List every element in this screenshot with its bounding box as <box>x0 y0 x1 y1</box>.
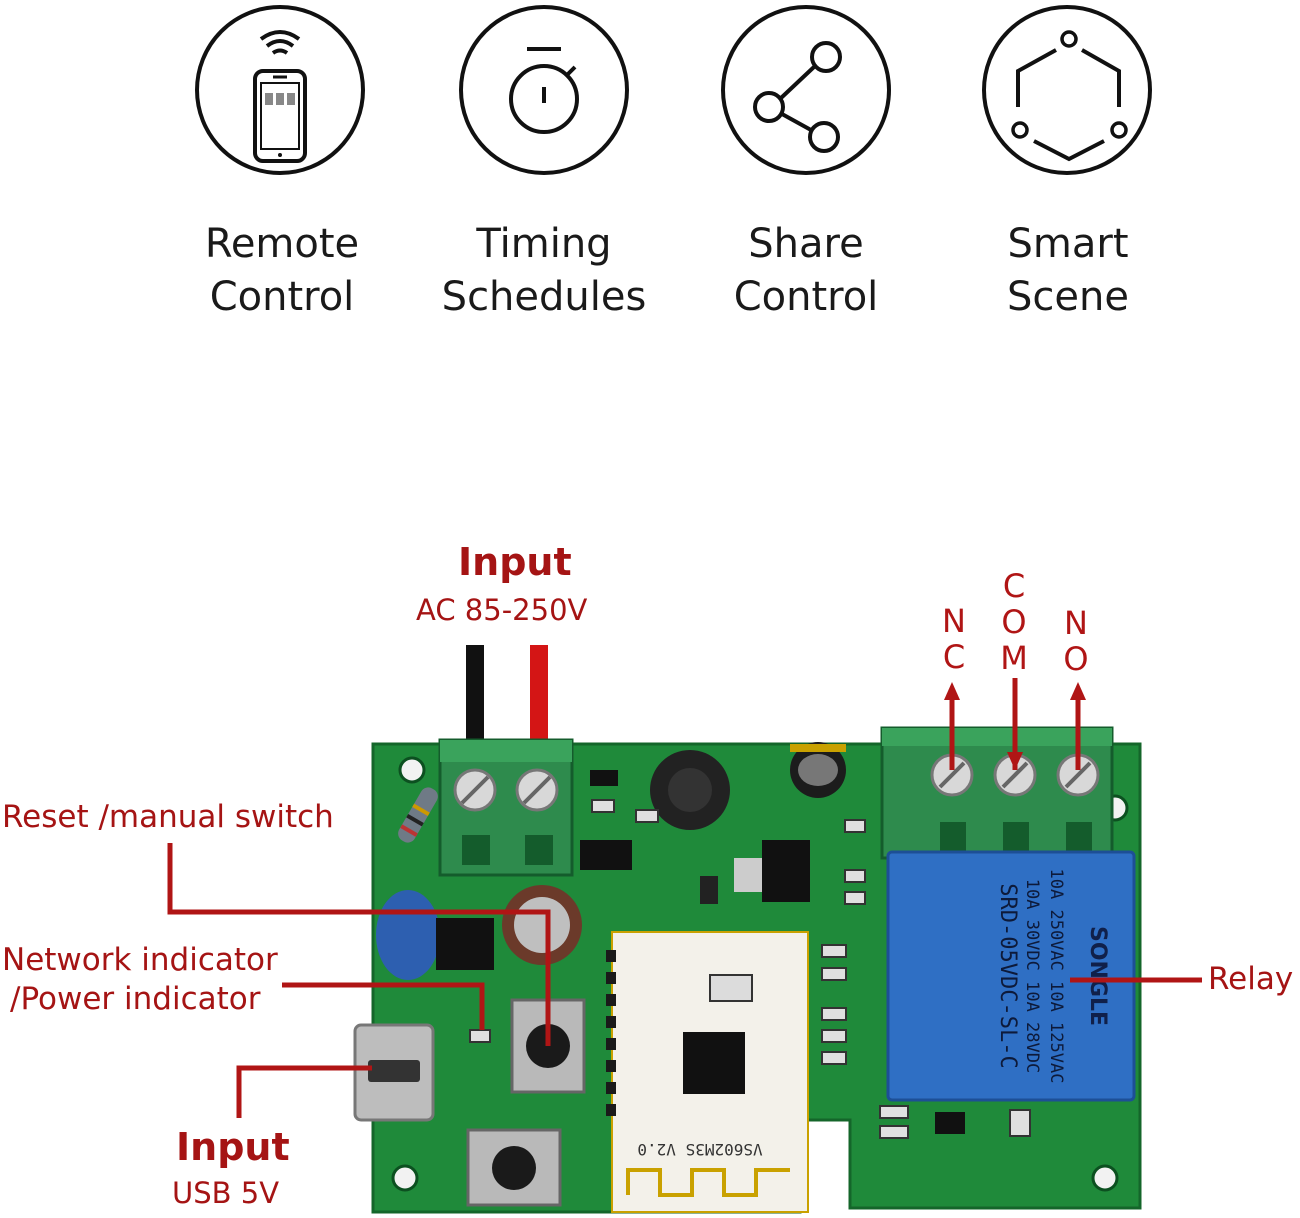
relay-component: SONGLE 10A 250VAC 10A 125VAC 10A 30VDC 1… <box>886 850 1136 1102</box>
share-icon <box>721 5 891 175</box>
ac-wire-red <box>530 645 548 745</box>
x-capacitor <box>376 890 440 980</box>
reset-switch-label: Reset /manual switch <box>2 799 334 835</box>
output-terminal-block <box>880 726 1114 860</box>
indicator-leader-line <box>282 982 485 1030</box>
smart-scene-icon <box>982 5 1152 175</box>
reset-leader-line <box>167 843 551 1046</box>
relay-label: Relay <box>1208 961 1294 997</box>
indicator-label-line2: /Power indicator <box>10 981 261 1017</box>
indicator-label-line1: Network indicator <box>2 942 278 978</box>
ac-terminal-block <box>438 738 574 877</box>
regulator <box>762 840 810 902</box>
ac-input-spec: AC 85-250V <box>416 593 588 627</box>
usb-leader-line <box>236 1065 372 1118</box>
smartphone-wifi-icon <box>195 5 365 175</box>
svg-text:SRD-05VDC-SL-C: SRD-05VDC-SL-C <box>995 883 1020 1068</box>
module-label: VS602M3S V2.0 <box>637 1140 762 1159</box>
resistor <box>398 787 438 843</box>
usb-input-spec: USB 5V <box>172 1176 280 1210</box>
ac-input-title: Input <box>458 540 572 584</box>
svg-text:10A 250VAC 10A 125VAC: 10A 250VAC 10A 125VAC <box>1046 869 1066 1084</box>
svg-text:10A 30VDC 10A 28VDC: 10A 30VDC 10A 28VDC <box>1022 879 1042 1073</box>
bridge-rectifier <box>436 918 494 970</box>
wifi-module: VS602M3S V2.0 <box>606 931 809 1213</box>
ac-wire-black <box>466 645 484 745</box>
svg-text:SONGLE: SONGLE <box>1085 926 1110 1026</box>
stopwatch-icon <box>459 5 629 175</box>
usb-input-title: Input <box>176 1125 290 1169</box>
